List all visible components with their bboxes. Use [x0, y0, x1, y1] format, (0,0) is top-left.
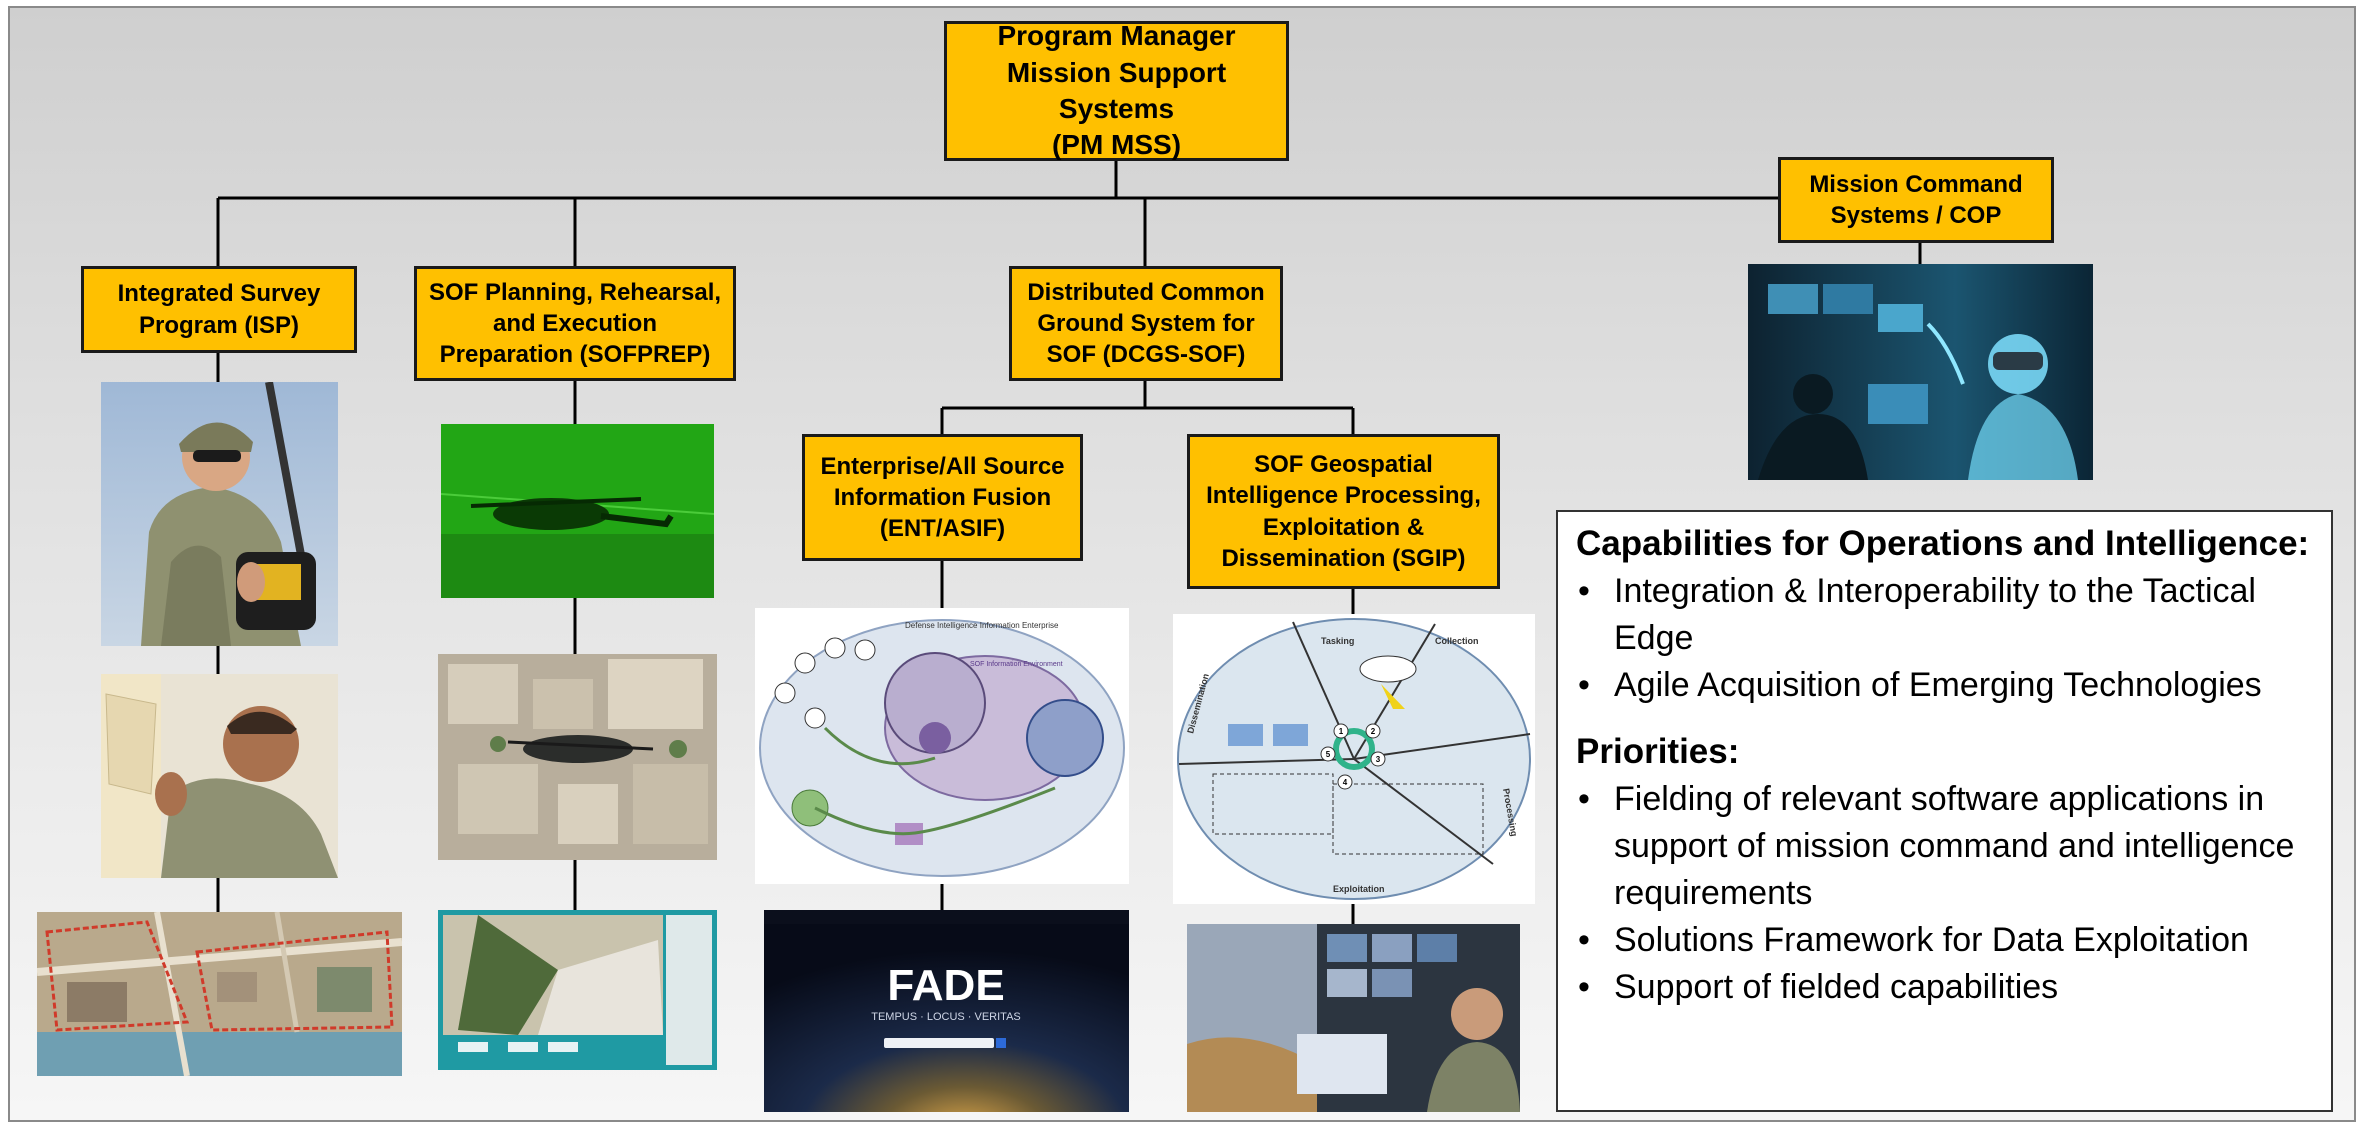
ent-line-3: (ENT/ASIF) — [879, 515, 1006, 543]
sgip-line-1: SOF Geospatial — [1254, 451, 1433, 479]
sgip-step-4: 4 — [1343, 778, 1348, 787]
dcgs-line-2: Ground System for — [1037, 309, 1255, 337]
capabilities-priorities-panel: Capabilities for Operations and Intellig… — [1556, 510, 2333, 1112]
sgip-tcped-cycle-diagram: Tasking Collection Processing Exploitati… — [1173, 614, 1535, 904]
sgip-step-2: 2 — [1371, 727, 1376, 736]
pm-mss-line-3: (PM MSS) — [1051, 129, 1182, 161]
capabilities-item: Agile Acquisition of Emerging Technologi… — [1576, 662, 2313, 709]
mission-command-ops-photo — [1748, 264, 2093, 480]
sgip-step-1: 1 — [1339, 727, 1344, 736]
mission-command-box: Mission Command Systems / COP — [1778, 157, 2054, 243]
isp-line-2: Program (ISP) — [138, 311, 299, 339]
capabilities-item: Integration & Interoperability to the Ta… — [1576, 568, 2313, 662]
sofprep-line-3: Preparation (SOFPREP) — [439, 341, 711, 369]
capabilities-list: Integration & Interoperability to the Ta… — [1576, 568, 2313, 709]
ent-fade-app-screenshot: FADE TEMPUS · LOCUS · VERITAS — [764, 910, 1129, 1112]
sgip-line-4: Dissemination (SGIP) — [1221, 544, 1466, 572]
sgip-sector-collection: Collection — [1435, 636, 1479, 646]
ent-line-2: Information Fusion — [833, 483, 1052, 511]
sofprep-3d-city-photo — [438, 654, 717, 860]
mccop-line-2: Systems / COP — [1830, 202, 2002, 229]
ent-asif-box: Enterprise/All Source Information Fusion… — [802, 434, 1083, 561]
fade-logo-text: FADE — [887, 961, 1004, 1010]
ent-diagram-title: Defense Intelligence Information Enterpr… — [905, 621, 1059, 630]
sofprep-line-2: and Execution — [492, 309, 657, 337]
sgip-operations-center-photo — [1187, 924, 1520, 1112]
isp-surveyor-photo — [101, 382, 338, 646]
sgip-sector-tasking: Tasking — [1321, 636, 1354, 646]
mccop-line-1: Mission Command — [1809, 170, 2023, 198]
sofprep-box: SOF Planning, Rehearsal, and Execution P… — [414, 266, 736, 381]
dcgs-line-3: SOF (DCGS-SOF) — [1046, 341, 1246, 369]
pm-mss-line-1: Program Manager — [997, 20, 1236, 52]
priorities-item: Support of fielded capabilities — [1576, 964, 2313, 1011]
priorities-item: Solutions Framework for Data Exploitatio… — [1576, 917, 2313, 964]
isp-analyst-photo — [101, 674, 338, 878]
sofprep-night-vision-helicopter-photo — [441, 424, 714, 598]
sofprep-mapping-app-screenshot — [438, 910, 717, 1070]
isp-line-1: Integrated Survey — [117, 280, 321, 308]
dcgs-sof-box: Distributed Common Ground System for SOF… — [1009, 266, 1283, 381]
ent-line-1: Enterprise/All Source — [820, 452, 1065, 480]
priorities-item: Fielding of relevant software applicatio… — [1576, 776, 2313, 917]
ent-diagram-subtitle: SOF Information Environment — [970, 661, 1063, 668]
capabilities-heading: Capabilities for Operations and Intellig… — [1576, 524, 2310, 563]
isp-satellite-map-photo — [37, 912, 402, 1076]
pm-mss-box: Program Manager Mission Support Systems … — [944, 20, 1289, 161]
sgip-line-2: Intelligence Processing, — [1206, 482, 1481, 510]
sgip-step-3: 3 — [1376, 755, 1381, 764]
sgip-line-3: Exploitation & — [1262, 513, 1425, 541]
pm-mss-line-2: Mission Support Systems — [1006, 56, 1227, 124]
sgip-box: SOF Geospatial Intelligence Processing, … — [1187, 434, 1500, 589]
dcgs-line-1: Distributed Common — [1027, 278, 1265, 306]
priorities-list: Fielding of relevant software applicatio… — [1576, 776, 2313, 1011]
sgip-step-5: 5 — [1326, 750, 1331, 759]
sgip-sector-exploitation: Exploitation — [1333, 884, 1385, 894]
priorities-heading: Priorities: — [1576, 732, 1740, 772]
sofprep-line-1: SOF Planning, Rehearsal, — [428, 278, 722, 306]
ent-information-enterprise-diagram: Defense Intelligence Information Enterpr… — [755, 608, 1129, 884]
isp-box: Integrated Survey Program (ISP) — [81, 266, 357, 353]
fade-subtitle: TEMPUS · LOCUS · VERITAS — [871, 1011, 1021, 1023]
